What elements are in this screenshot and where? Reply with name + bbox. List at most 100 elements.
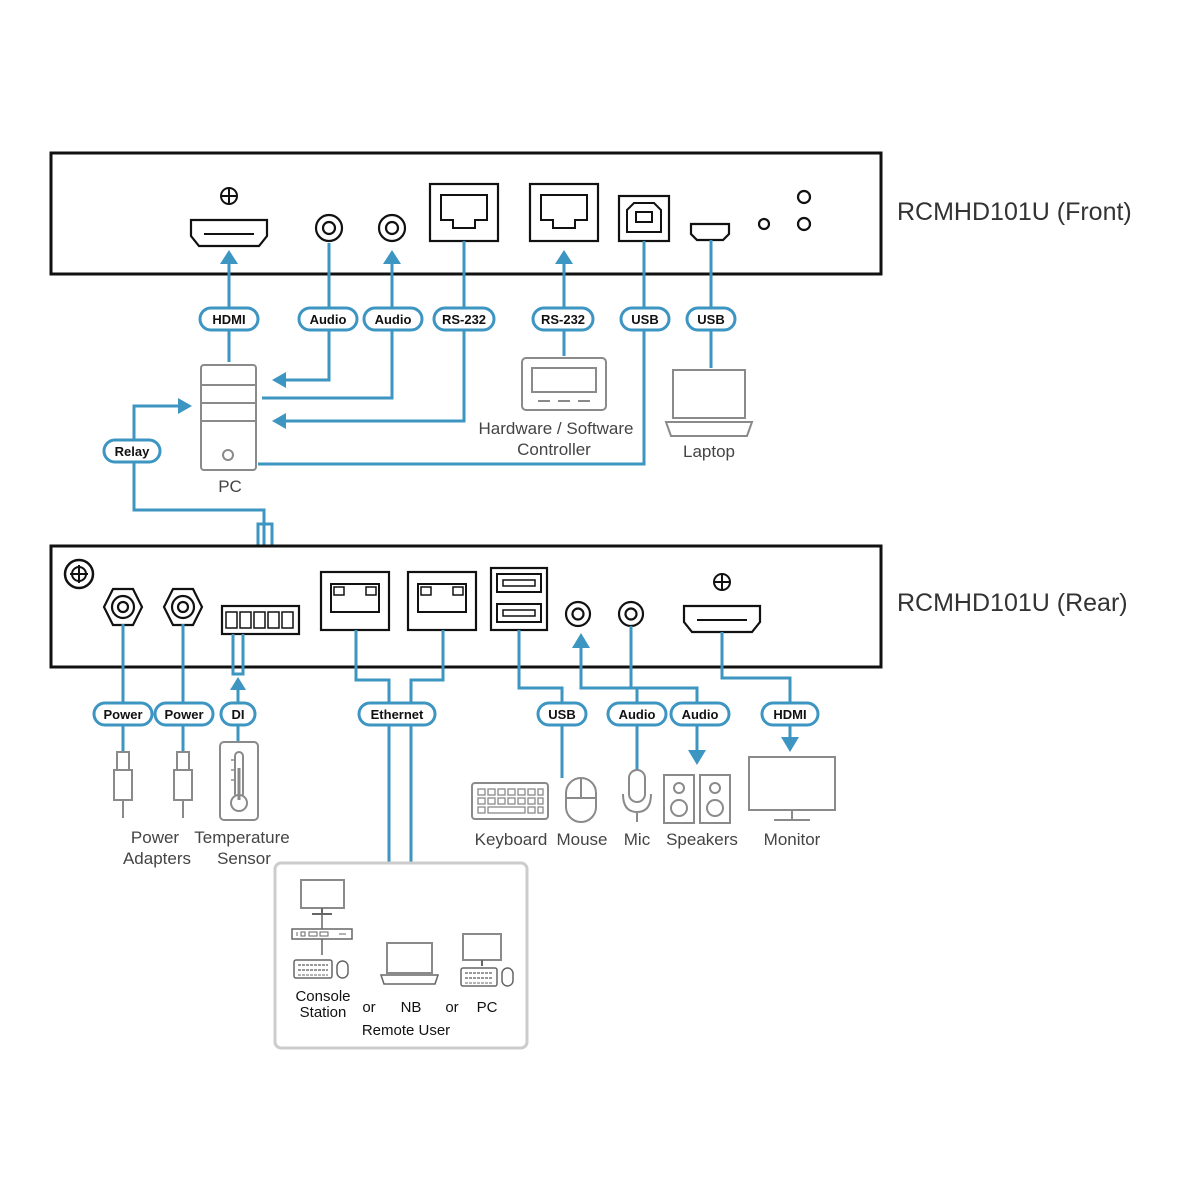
or-separator: or [362,999,375,1016]
rear-audio-jack-2 [617,600,645,628]
led-indicator [796,216,812,232]
mouse-icon [565,777,597,823]
front-unit-title: RCMHD101U (Front) [897,198,1132,226]
svg-text:USB: USB [697,312,724,327]
remote-pc-label: PC [477,999,498,1016]
speakers-icon [663,774,731,824]
power-adapters-label-line2: Adapters [123,849,191,868]
front-mini-usb-port [689,222,731,242]
monitor-icon [748,756,836,821]
ground-icon [220,187,238,205]
ground-screw-icon [63,558,95,590]
rs232-cable-label: RS-232 [432,306,496,332]
monitor-label: Monitor [764,830,821,849]
svg-text:Power: Power [164,707,203,722]
arrow-icon [572,633,590,648]
pc-tower-icon [200,364,257,471]
mouse-label: Mouse [556,830,607,849]
arrow-icon [230,677,246,690]
rear-connector-labels: Power Power DI Ethernet USB Audio Audio … [92,701,820,727]
svg-text:USB: USB [548,707,575,722]
audio-cable-label: Audio [606,701,668,727]
svg-text:RS-232: RS-232 [541,312,585,327]
power-jack-2 [162,587,204,627]
svg-text:Relay: Relay [115,444,150,459]
front-connector-labels: HDMI Audio Audio RS-232 RS-232 USB USB R… [102,306,737,464]
rear-audio-jack-1 [564,600,592,628]
svg-text:Audio: Audio [375,312,412,327]
power-adapters-label-line1: Power [131,828,180,847]
keyboard-icon [471,782,549,820]
led-indicator [757,217,771,231]
power-adapter-plug-icon [113,751,133,818]
power-jack-1 [102,587,144,627]
console-station-icon [291,879,353,979]
rear-unit [49,544,883,669]
svg-text:RS-232: RS-232 [442,312,486,327]
laptop-icon [664,369,754,437]
power-cable-label: Power [92,701,154,727]
console-station-label-line1: Console [295,988,350,1005]
speakers-label: Speakers [666,830,738,849]
audio-cable-label: Audio [297,306,359,332]
remote-pc-icon [460,933,514,987]
rear-unit-title: RCMHD101U (Rear) [897,589,1128,617]
svg-text:DI: DI [232,707,245,722]
controller-label-line1: Hardware / Software [479,419,634,438]
thermometer-icon [219,741,259,821]
remote-user-caption: Remote User [362,1022,450,1039]
keyboard-label: Keyboard [475,830,548,849]
nb-label: NB [401,999,422,1016]
audio-cable-label: Audio [669,701,731,727]
temperature-sensor-label-line1: Temperature [194,828,289,847]
laptop-label: Laptop [683,442,735,461]
microphone-icon [622,769,652,822]
notebook-icon [379,942,440,985]
rs232-cable-label: RS-232 [531,306,595,332]
power-cable-label: Power [153,701,215,727]
usb-a-ports [489,566,549,632]
relay-cable-label: Relay [102,438,162,464]
mic-label: Mic [624,830,651,849]
svg-text:Ethernet: Ethernet [371,707,424,722]
arrow-icon [220,250,238,264]
arrow-icon [781,737,799,752]
usb-cable-label: USB [536,701,588,727]
terminal-block [220,604,301,636]
ground-icon [713,573,731,591]
svg-text:Power: Power [103,707,142,722]
audio-cable-label: Audio [362,306,424,332]
led-indicator [796,189,812,205]
arrow-icon [555,250,573,264]
svg-text:HDMI: HDMI [773,707,806,722]
or-separator: or [445,999,458,1016]
usb-cable-label: USB [685,306,737,332]
controller-icon [521,357,607,411]
power-adapter-plug-icon [173,751,193,818]
front-usb-b-port [617,194,671,243]
front-unit [49,151,883,276]
pc-label: PC [218,477,242,496]
ethernet-port-2 [406,570,478,632]
svg-text:Audio: Audio [310,312,347,327]
front-rs232-port-2 [528,182,600,243]
svg-text:USB: USB [631,312,658,327]
svg-text:Audio: Audio [619,707,656,722]
svg-text:HDMI: HDMI [212,312,245,327]
ethernet-port-1 [319,570,391,632]
usb-cable-label: USB [619,306,671,332]
arrow-icon [272,413,286,429]
front-rs232-port-1 [428,182,500,243]
temperature-sensor-label-line2: Sensor [217,849,271,868]
ethernet-cable-label: Ethernet [357,701,437,727]
arrow-icon [272,372,286,388]
console-station-label-line2: Station [300,1004,347,1021]
arrow-icon [178,398,192,414]
svg-text:Audio: Audio [682,707,719,722]
front-audio-jack-2 [377,213,407,243]
di-cable-label: DI [219,701,257,727]
front-audio-jack-1 [314,213,344,243]
remote-user-box: Console Station or NB or PC Remote User [273,861,529,1050]
hdmi-cable-label: HDMI [760,701,820,727]
